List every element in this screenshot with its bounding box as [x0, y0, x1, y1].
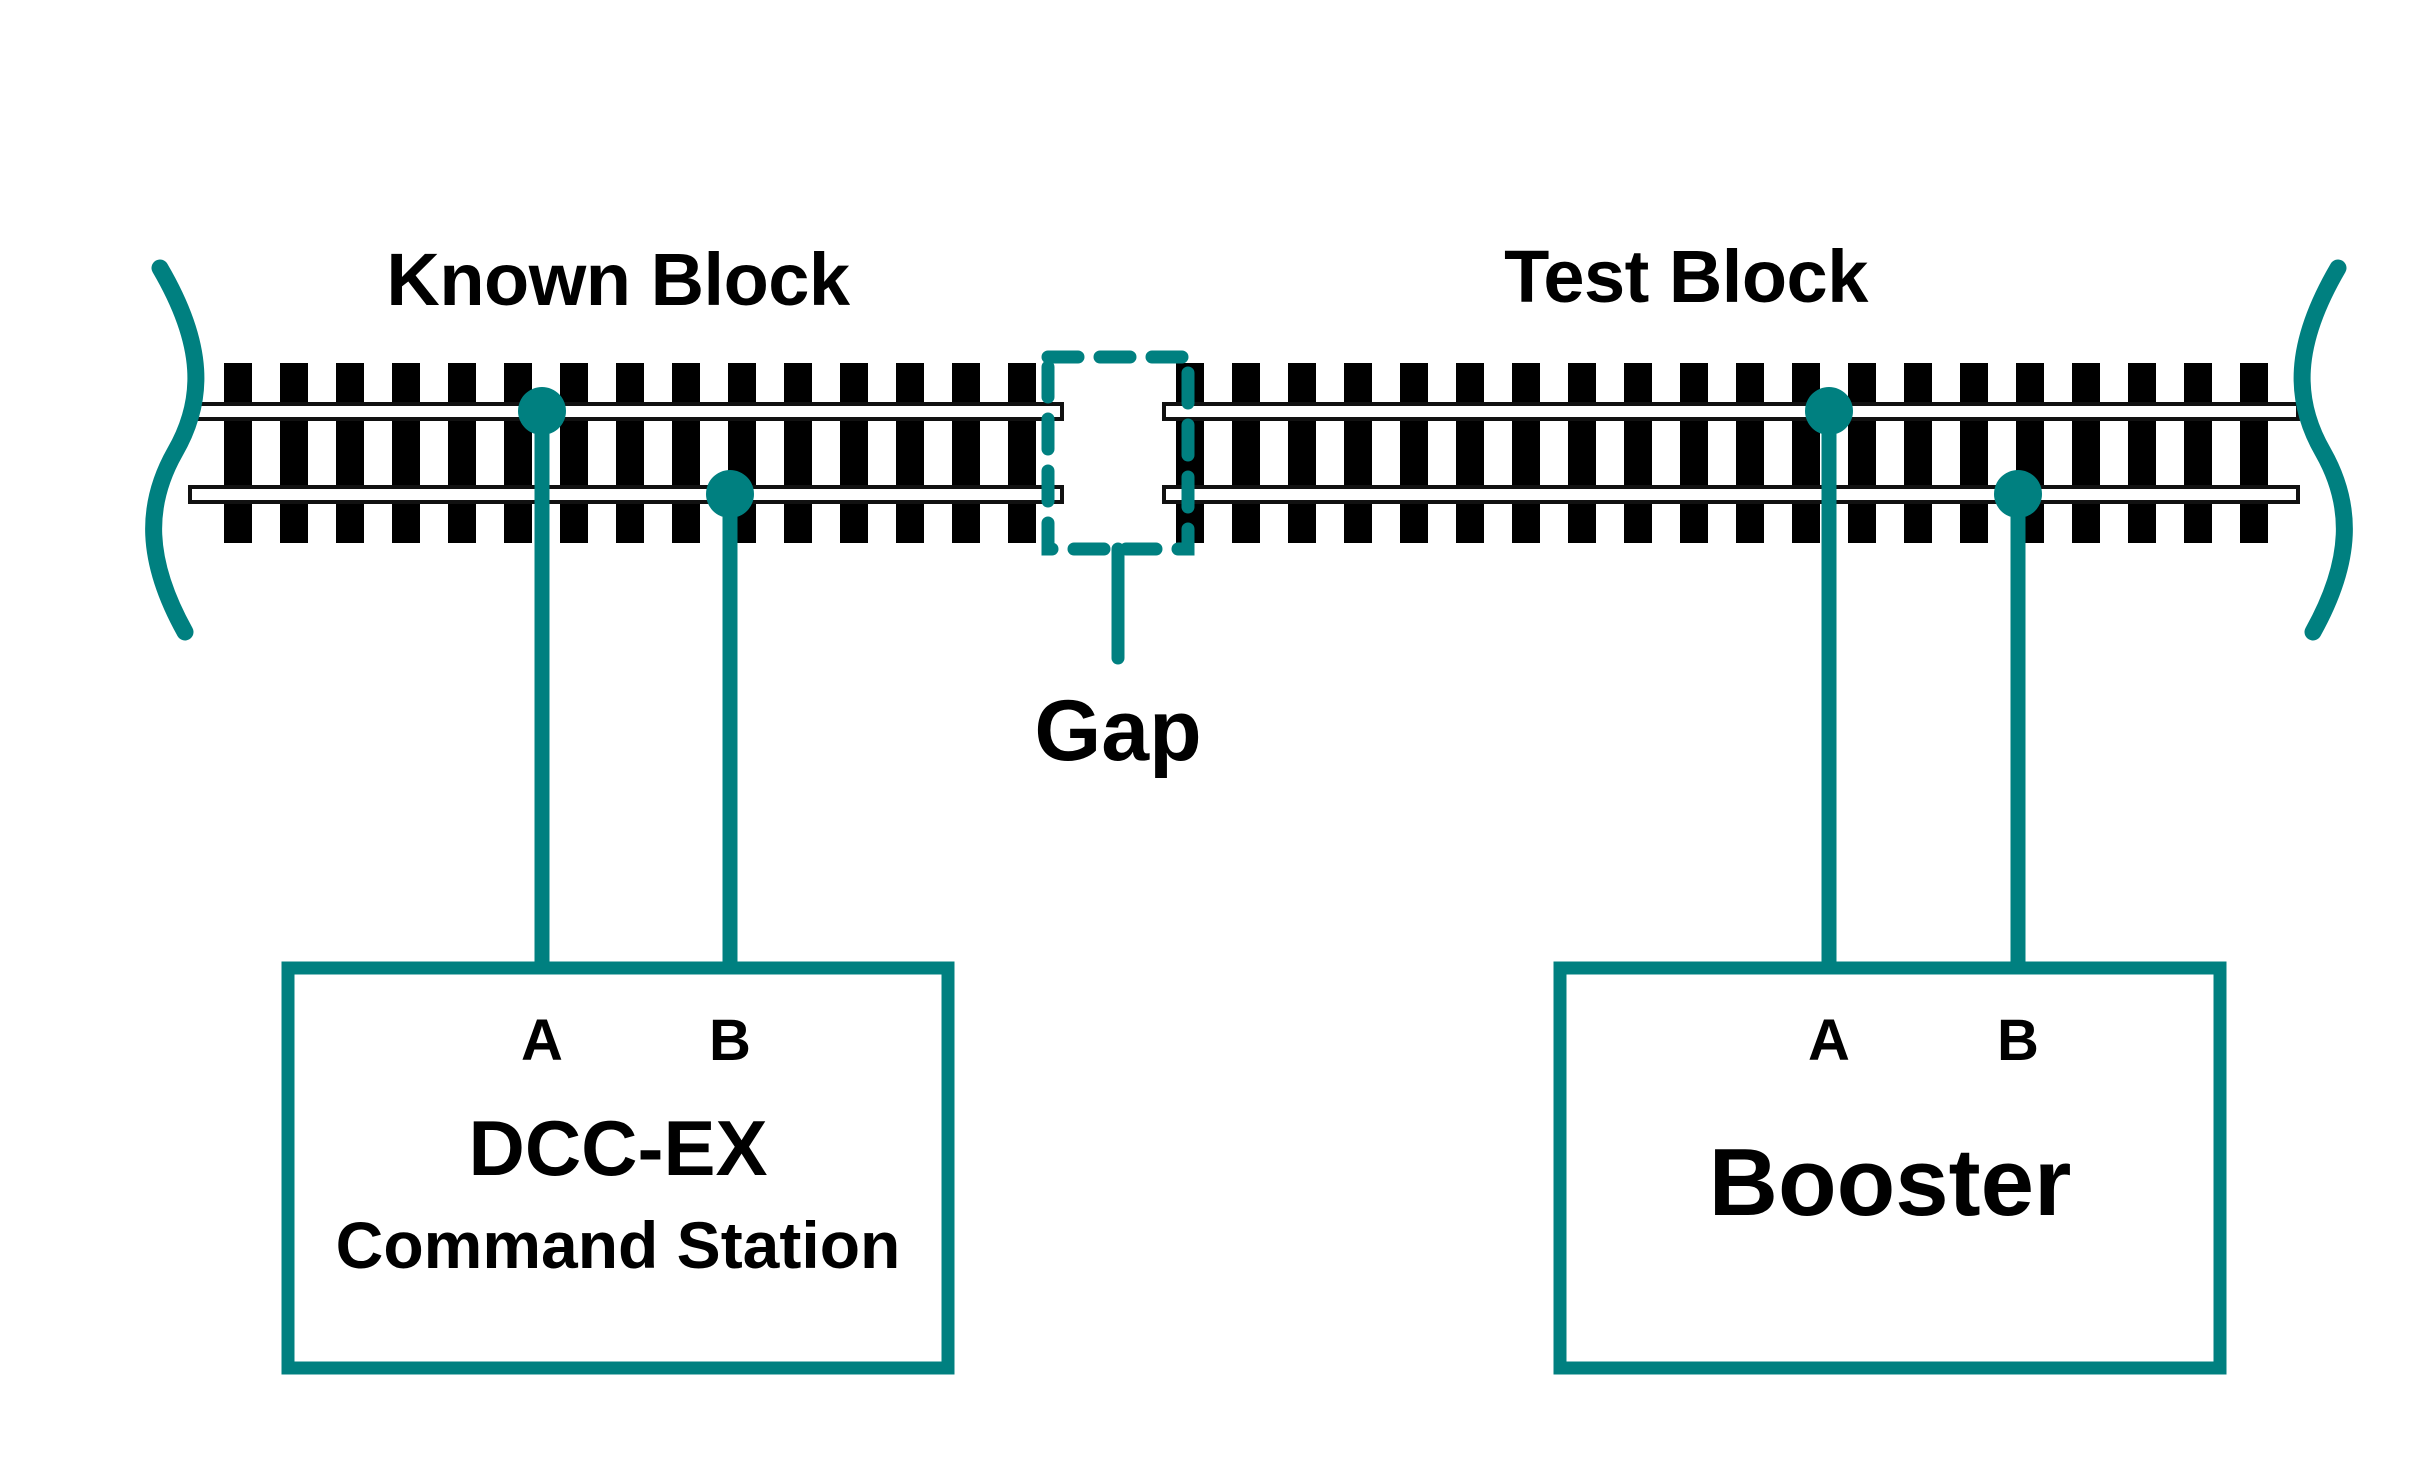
squiggle-break-icon-left — [145, 259, 205, 641]
squiggle-break-icon-right — [2293, 259, 2353, 641]
test-block-label: Test Block — [1504, 235, 1869, 318]
rail-bottom-left — [188, 485, 1064, 504]
terminal-label-command-station-b: B — [709, 1008, 751, 1073]
terminal-label-booster-b: B — [1997, 1008, 2039, 1073]
device-box-command-station[interactable] — [281, 961, 955, 1375]
device-box-booster[interactable] — [1553, 961, 2227, 1375]
terminal-label-booster-a: A — [1808, 1008, 1850, 1073]
track-test-block — [1162, 363, 2300, 543]
booster-title: Booster — [1709, 1129, 2072, 1236]
terminal-dot-command-station-b — [706, 470, 754, 518]
terminal-dot-booster-a — [1805, 387, 1853, 435]
track-known-block — [188, 363, 1064, 543]
dashed-highlight-box-icon — [1041, 350, 1195, 556]
command-station-title-line1: DCC-EX — [468, 1104, 767, 1192]
terminal-dot-command-station-a — [518, 387, 566, 435]
gap-label: Gap — [1034, 683, 1201, 779]
known-block-label: Known Block — [386, 238, 851, 321]
terminal-label-command-station-a: A — [521, 1008, 563, 1073]
rail-bottom-right — [1162, 485, 2300, 504]
railroad-ties-right — [1166, 363, 2294, 543]
rail-top-left — [188, 402, 1064, 421]
railroad-ties-left — [196, 363, 1058, 543]
terminal-dot-booster-b — [1994, 470, 2042, 518]
command-station-title-line2: Command Station — [336, 1208, 901, 1282]
rail-top-right — [1162, 402, 2300, 421]
